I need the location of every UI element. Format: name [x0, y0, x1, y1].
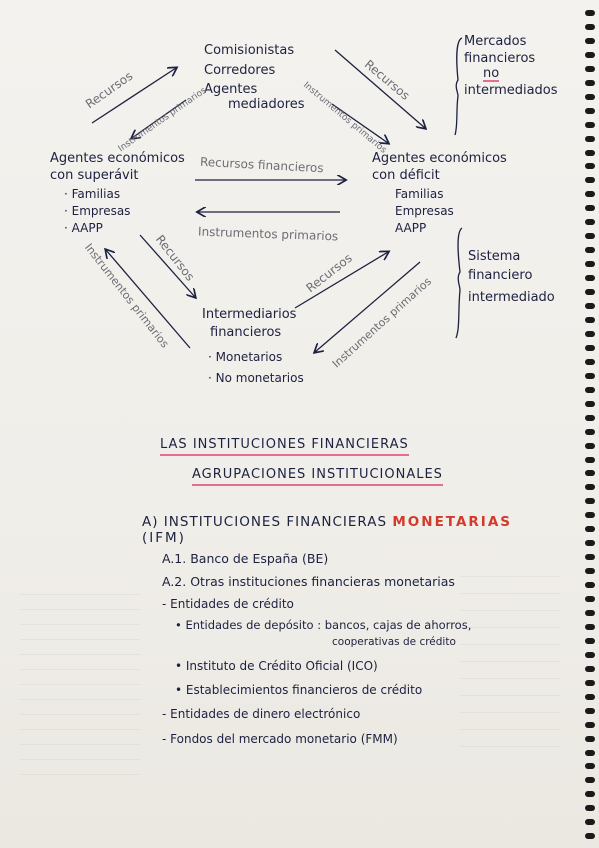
system-note-line: Sistema [468, 249, 521, 264]
spiral-binding [585, 10, 597, 840]
deficit-agents-item: Empresas [395, 204, 454, 218]
surplus-agents-item: · Familias [64, 187, 121, 201]
financial-intermediaries-subtitle: financieros [210, 325, 282, 340]
financial-intermediaries-item: · No monetarios [208, 371, 304, 385]
section-a-prefix: A) INSTITUCIONES FINANCIERAS [142, 514, 388, 530]
section-a-item: • Instituto de Crédito Oficial (ICO) [175, 659, 378, 673]
heading-instituciones: LAS INSTITUCIONES FINANCIERAS [160, 437, 409, 456]
heading-agrupaciones-text: AGRUPACIONES INSTITUCIONALES [192, 467, 443, 486]
section-a-item: - Fondos del mercado monetario (FMM) [162, 732, 398, 746]
arrow-commission-to-surplus [132, 99, 187, 138]
heading-agrupaciones: AGRUPACIONES INSTITUCIONALES [192, 467, 443, 486]
markets-note-line: intermediados [464, 83, 558, 98]
section-a-highlight: MONETARIAS [392, 514, 513, 530]
section-a-item: cooperativas de crédito [332, 636, 456, 648]
arrow-deficit-to-commission [331, 103, 388, 143]
arrow-commission-to-deficit [334, 49, 425, 128]
section-a-abbrev: (IFM) [142, 530, 186, 546]
section-a1: A.1. Banco de España (BE) [162, 551, 329, 566]
financial-intermediaries-item: · Monetarios [208, 350, 283, 364]
heading-instituciones-text: LAS INSTITUCIONES FINANCIERAS [160, 437, 409, 456]
flow-diagram [91, 37, 463, 420]
commission-agents-item: mediadores [228, 97, 305, 112]
deficit-agents-item: AAPP [395, 221, 427, 235]
financial-intermediaries-title: Intermediarios [202, 307, 297, 322]
section-a-item: - Entidades de crédito [162, 597, 294, 611]
markets-note-line: no [483, 66, 500, 82]
bracket-markets [454, 37, 463, 136]
section-a-title: A) INSTITUCIONES FINANCIERAS MONETARIAS [142, 514, 512, 530]
system-note-line: intermediado [468, 290, 555, 305]
deficit-agents-title: Agentes económicos [372, 151, 507, 166]
system-note-line: financiero [468, 268, 533, 283]
markets-note-line: Mercados [464, 34, 527, 49]
arrow-surplus-to-commission [91, 68, 176, 124]
section-a2: A.2. Otras instituciones financieras mon… [162, 574, 455, 589]
section-a-item: • Entidades de depósito : bancos, cajas … [175, 618, 472, 632]
arrow-surplus-to-bottom [139, 234, 195, 297]
deficit-agents-subtitle: con déficit [372, 168, 440, 183]
commission-agents-item: Corredores [204, 63, 276, 78]
markets-note-line: financieros [464, 51, 536, 66]
section-a-item: • Establecimientos financieros de crédit… [175, 683, 423, 697]
bracket-system [455, 227, 463, 339]
bleed-through-texture [460, 560, 560, 760]
deficit-agents-item: Familias [395, 187, 444, 201]
surplus-agents-item: · Empresas [64, 204, 131, 218]
section-a-item: - Entidades de dinero electrónico [162, 707, 361, 721]
bleed-through-texture [20, 580, 140, 780]
arrow-deficit-to-bottom [315, 261, 421, 352]
arrow-bottom-to-deficit [294, 252, 388, 309]
commission-agents-item: Agentes [204, 82, 258, 97]
surplus-agents-item: · AAPP [64, 221, 103, 235]
surplus-agents-subtitle: con superávit [50, 168, 139, 183]
surplus-agents-title: Agentes económicos [50, 151, 185, 166]
commission-agents-title: Comisionistas [204, 43, 295, 58]
arrow-bottom-to-surplus [106, 250, 191, 349]
